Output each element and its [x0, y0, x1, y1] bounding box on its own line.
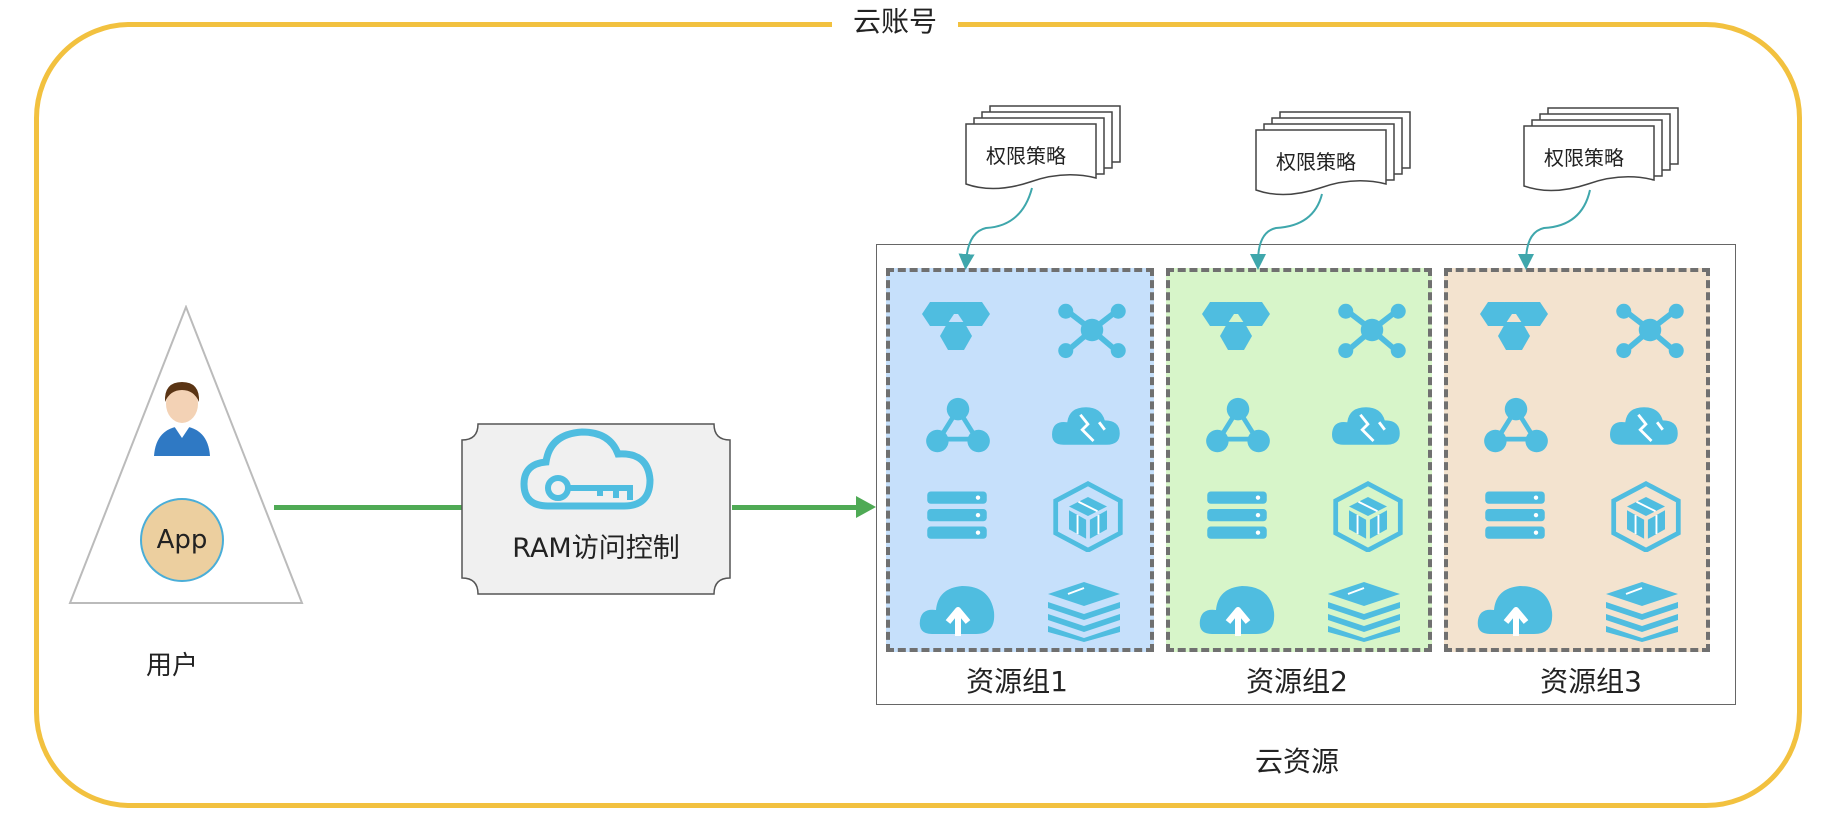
resource-group-3	[1444, 268, 1710, 652]
arrow-ram-to-resources	[732, 505, 860, 510]
arrow-head	[856, 496, 876, 518]
policy-label-3: 权限策略	[1544, 146, 1624, 170]
policy-label-2: 权限策略	[1276, 150, 1356, 174]
account-title: 云账号	[832, 2, 958, 42]
app-badge: App	[140, 498, 224, 582]
policy-label-1: 权限策略	[986, 144, 1066, 168]
resource-group-2-label: 资源组2	[1246, 665, 1348, 698]
key-cloud-icon	[520, 428, 654, 510]
user-avatar-icon	[154, 382, 210, 456]
resource-group-1-label: 资源组1	[966, 665, 1068, 698]
ram-label: RAM访问控制	[512, 533, 680, 564]
cloud-resources-label: 云资源	[1255, 745, 1340, 778]
arrow-user-to-ram	[274, 505, 462, 510]
cloud-resources-box	[876, 244, 1736, 705]
user-label: 用户	[146, 651, 199, 681]
resource-group-3-label: 资源组3	[1540, 665, 1642, 698]
resource-group-1	[886, 268, 1154, 652]
resource-group-2	[1166, 268, 1432, 652]
